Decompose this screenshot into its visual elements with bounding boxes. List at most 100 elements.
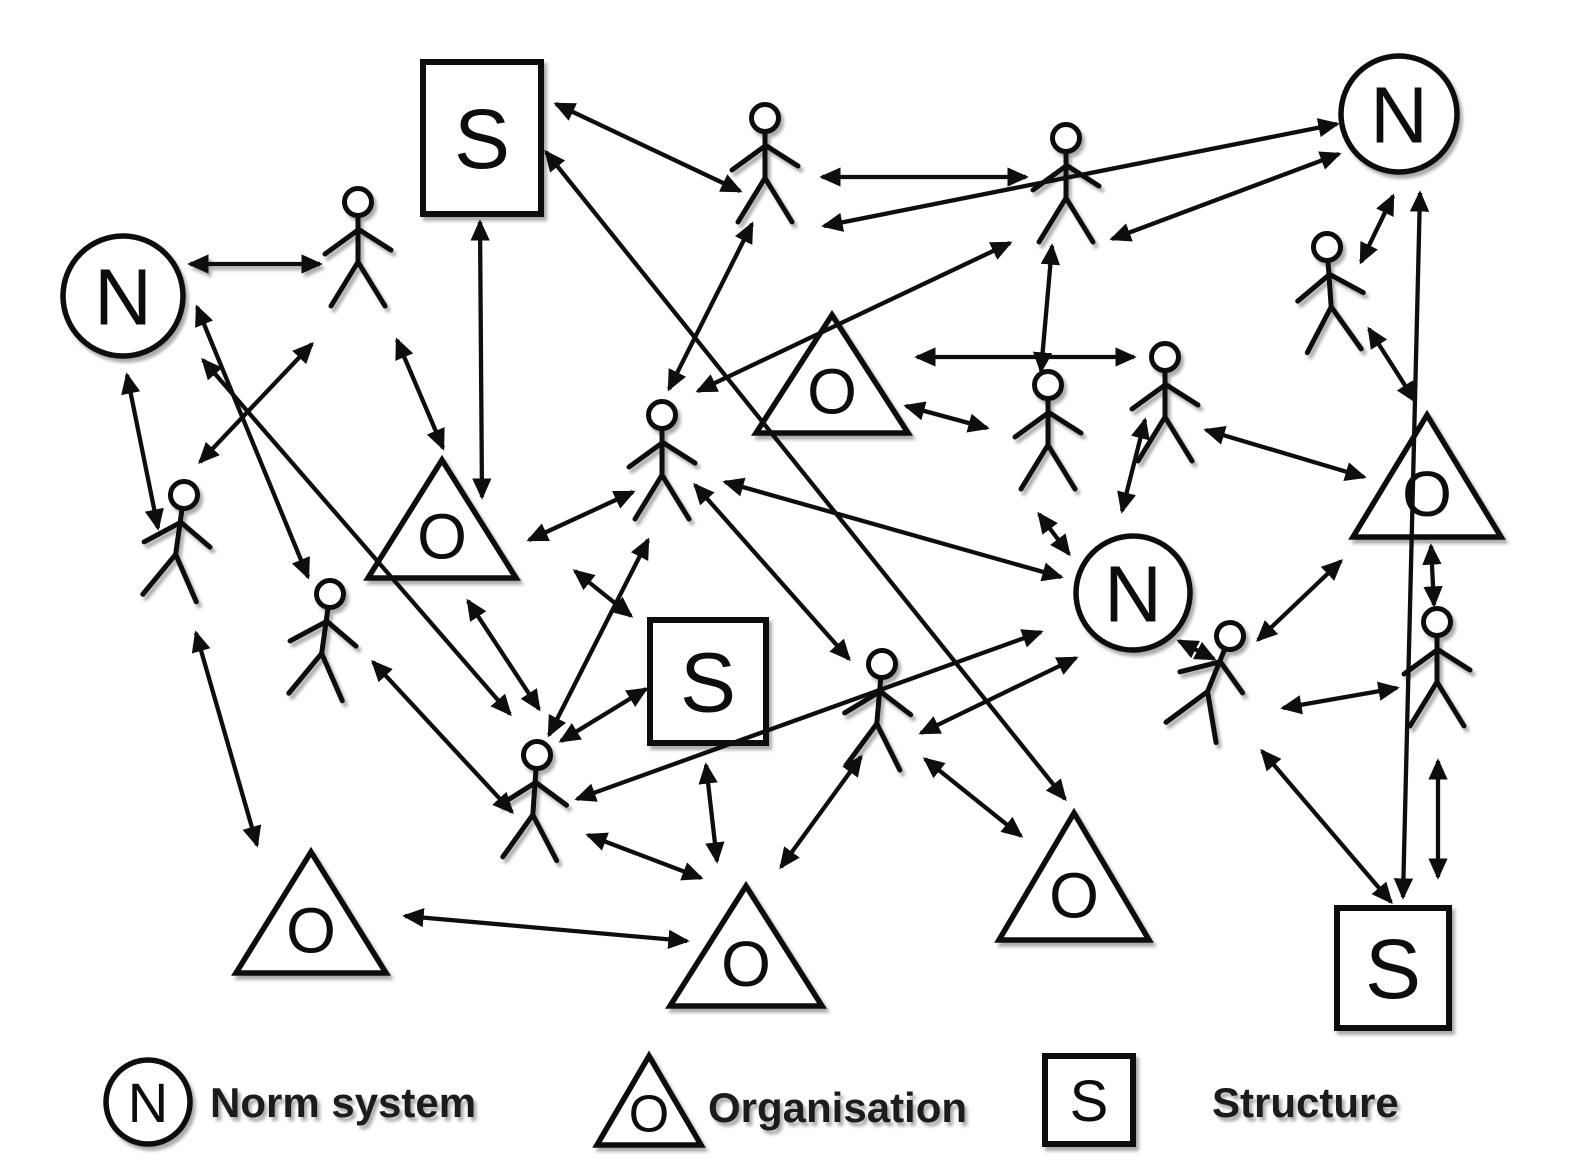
person-agent-icon — [322, 186, 394, 309]
relation-arrow-S2-O5 — [698, 762, 725, 864]
organisation-letter: O — [1402, 458, 1452, 530]
relation-arrow-P7-O2 — [526, 490, 636, 542]
structure-square-icon — [1334, 905, 1452, 1031]
relation-arrow-P10-O5 — [585, 832, 704, 881]
relation-arrow-S1-O2 — [470, 219, 492, 500]
legend-item-structure: S Structure — [1042, 1053, 1399, 1147]
relation-arrow-P10-S2 — [558, 687, 649, 743]
norm-system-letter: N — [1104, 549, 1162, 638]
legend-item-organisation: O Organisation — [592, 1050, 967, 1148]
norm-system-letter: N — [128, 1071, 168, 1134]
organisation-node: O — [363, 454, 521, 581]
relation-arrow-P12-N3 — [1176, 639, 1217, 661]
norm-system-node: N — [60, 233, 186, 359]
relation-arrow-P6-P10 — [371, 659, 514, 815]
relation-arrow-P10-N3 — [574, 629, 1044, 802]
legend-label-structure: Structure — [1212, 1079, 1399, 1126]
organisation-node: O — [665, 880, 827, 1009]
relation-arrow-O4-O5 — [402, 907, 690, 950]
norm-system-node: N — [1338, 53, 1460, 175]
norm-system-node: N — [103, 1057, 193, 1147]
person-agent-icon — [1129, 341, 1201, 464]
organisation-letter: O — [1049, 859, 1099, 931]
organisation-triangle-icon — [231, 846, 391, 976]
diagram-content: N N N O O O O O O S S S N Norm system O Organisation S St… — [60, 53, 1506, 1148]
norm-system-circle-icon — [60, 233, 186, 359]
legend-label-norm_system: Norm system — [210, 1079, 476, 1126]
organisation-node: O — [1348, 409, 1506, 540]
structure-square-icon — [420, 59, 544, 217]
norm-system-node: N — [1073, 533, 1193, 653]
relation-arrow-P12-O3 — [1255, 559, 1344, 642]
organisation-letter: O — [721, 928, 771, 1000]
norm-system-letter: N — [94, 252, 152, 341]
relation-arrow-P8-N3 — [1037, 511, 1071, 557]
norm-system-circle-icon — [1073, 533, 1193, 653]
person-agent-icon — [729, 102, 801, 225]
person-agent-icon — [140, 479, 213, 605]
person-agent-icon — [1295, 231, 1366, 356]
organisation-node: O — [994, 807, 1154, 943]
person-agent-icon — [286, 578, 359, 704]
organisation-node: O — [750, 309, 914, 436]
relation-arrow-P2-P8 — [1032, 243, 1061, 374]
relation-arrow-P7-P10 — [547, 537, 650, 738]
person-agent-icon — [1163, 620, 1246, 746]
person-agent-icon — [842, 648, 914, 773]
relation-arrow-N1-P5 — [121, 372, 164, 531]
structure-node: S — [420, 59, 544, 217]
relation-arrow-P3-P5 — [198, 341, 314, 465]
relation-arrow-P11-O6 — [922, 757, 1024, 838]
norm-system-letter: N — [1370, 70, 1428, 159]
relation-arrow-P11-N3 — [918, 656, 1079, 735]
organisation-triangle-icon — [592, 1050, 706, 1148]
structure-letter: S — [680, 636, 736, 730]
relation-arrow-N2-S3 — [1393, 190, 1430, 900]
organisation-letter: O — [417, 501, 467, 573]
relation-arrow-P9-O3 — [1203, 426, 1367, 481]
structure-node: S — [647, 617, 769, 746]
organisation-node: O — [592, 1050, 706, 1148]
relation-arrow-P12-P13 — [1280, 681, 1400, 715]
structure-node: S — [1334, 905, 1452, 1031]
legend-label-organisation: Organisation — [708, 1084, 967, 1131]
node-layer: N N N O O O O O O S S S — [60, 53, 1506, 1031]
relation-arrow-O3-P13 — [1422, 543, 1443, 608]
structure-letter: S — [1365, 922, 1421, 1016]
relation-arrow-P1-P7 — [667, 221, 754, 392]
structure-node: S — [1042, 1053, 1136, 1147]
norm-system-circle-icon — [1338, 53, 1460, 175]
relation-arrow-N2-P4 — [1359, 193, 1395, 265]
organisation-node: O — [231, 846, 391, 976]
relation-arrow-P7-N3 — [722, 477, 1064, 582]
relation-arrow-P11-O5 — [779, 754, 863, 870]
structure-letter: S — [1070, 1069, 1109, 1134]
organisation-triangle-icon — [665, 880, 827, 1009]
person-agent-icon — [497, 739, 570, 864]
relation-arrow-O1-P8 — [903, 401, 990, 433]
relation-arrow-S1-P1 — [553, 102, 743, 193]
legend-item-norm_system: N Norm system — [103, 1057, 476, 1147]
relation-arrow-O2-P10 — [466, 598, 541, 712]
relation-arrow-P9-N3 — [1117, 417, 1150, 514]
relation-arrow-P3-O2 — [395, 337, 445, 451]
organisation-letter: O — [807, 356, 857, 428]
organisation-triangle-icon — [994, 807, 1154, 943]
organisation-letter: O — [629, 1086, 669, 1144]
relation-arrow-P5-O4 — [191, 630, 262, 848]
person-agent-icon — [626, 399, 698, 522]
person-agent-icon — [1401, 606, 1473, 729]
norm-system-circle-icon — [103, 1057, 193, 1147]
relation-arrow-P4-O3 — [1367, 326, 1417, 404]
person-agent-icon — [1012, 369, 1084, 492]
structure-square-icon — [1042, 1053, 1136, 1147]
relation-arrow-P2-N2 — [1109, 151, 1342, 242]
organisation-letter: O — [286, 894, 336, 966]
relation-arrow-N1-P6 — [195, 304, 310, 580]
relation-arrow-P12-S3 — [1260, 748, 1393, 905]
legend: N Norm system O Organisation S Structure — [103, 1050, 1399, 1148]
relation-arrow-P2-P7 — [695, 241, 1013, 393]
structure-letter: S — [454, 92, 510, 186]
